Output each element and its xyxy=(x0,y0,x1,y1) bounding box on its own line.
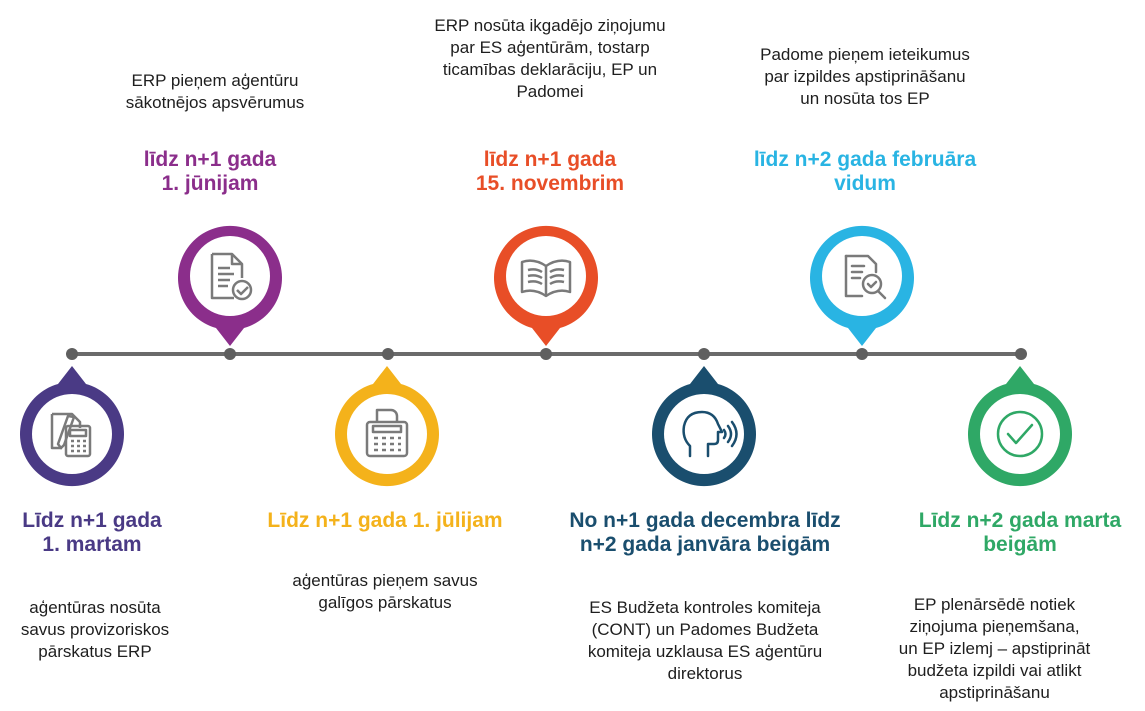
milestone-heading: līdz n+1 gada 1. jūnijam xyxy=(100,148,320,196)
approved-document-icon xyxy=(210,252,253,301)
heading-line: No n+1 gada decembra līdz xyxy=(569,509,841,532)
milestone-pin xyxy=(490,214,602,346)
checkmark-circle-icon xyxy=(996,410,1044,458)
milestone-description: ES Budžeta kontroles komiteja (CONT) un … xyxy=(560,597,850,685)
description-line: budžeta izpildi vai atlikt xyxy=(907,661,1082,680)
timeline-dot xyxy=(698,348,710,360)
milestone-pin xyxy=(964,366,1076,498)
milestone-heading: līdz n+1 gada 15. novembrim xyxy=(430,148,670,196)
heading-line: 1. martam xyxy=(42,533,142,556)
description-line: ES Budžeta kontroles komiteja xyxy=(589,598,821,617)
timeline-dot xyxy=(1015,348,1027,360)
heading-line: Līdz n+2 gada marta xyxy=(918,509,1122,532)
milestone-description: ERP nosūta ikgadējo ziņojumu par ES aģen… xyxy=(405,15,695,103)
description-line: (CONT) un Padomes Budžeta xyxy=(591,620,819,639)
heading-line: Līdz n+1 gada 1. jūlijam xyxy=(267,509,503,532)
heading-line: 1. jūnijam xyxy=(161,172,259,195)
description-line: direktorus xyxy=(667,664,743,683)
milestone-heading: Līdz n+1 gada 1. martam xyxy=(0,509,187,557)
description-line: galīgos pārskatus xyxy=(318,593,452,612)
description-line: ziņojuma pieņemšana, xyxy=(909,617,1080,636)
heading-line: 15. novembrim xyxy=(475,172,625,195)
heading-line: līdz n+2 gada februāra xyxy=(753,148,977,171)
timeline-dot xyxy=(382,348,394,360)
milestone-heading: Līdz n+1 gada 1. jūlijam xyxy=(250,509,520,533)
heading-line: vidum xyxy=(834,172,896,195)
description-line: Padomei xyxy=(516,82,584,101)
description-line: aģentūras nosūta xyxy=(29,598,161,617)
timeline-dot xyxy=(224,348,236,360)
milestone-pin xyxy=(331,366,443,498)
milestone-description: aģentūras pieņem savus galīgos pārskatus xyxy=(255,570,515,614)
heading-line: līdz n+1 gada xyxy=(143,148,277,171)
description-line: apstiprināšanu xyxy=(939,683,1050,702)
description-line: EP plenārsēdē notiek xyxy=(913,595,1076,614)
milestone-pin xyxy=(648,366,760,498)
milestone-description: Padome pieņem ieteikumus par izpildes ap… xyxy=(740,44,990,110)
speaking-head-icon xyxy=(682,410,738,458)
milestone-heading: līdz n+2 gada februāra vidum xyxy=(740,148,990,196)
milestone-pin xyxy=(16,366,128,498)
description-line: un nosūta tos EP xyxy=(800,89,930,108)
milestone-heading: Līdz n+2 gada marta beigām xyxy=(895,509,1145,557)
calculator-document-icon xyxy=(50,412,92,458)
timeline-diagram: Līdz n+1 gada 1. martam aģentūras nosūta… xyxy=(0,15,1122,704)
open-book-icon xyxy=(520,259,572,298)
heading-line: līdz n+1 gada xyxy=(483,148,617,171)
milestone-pin xyxy=(806,214,918,346)
adding-machine-icon xyxy=(365,408,409,458)
description-line: un EP izlemj – apstiprināt xyxy=(898,639,1091,658)
milestone-pin xyxy=(174,214,286,346)
description-line: par ES aģentūrām, tostarp xyxy=(450,38,650,57)
heading-line: Līdz n+1 gada xyxy=(22,509,162,532)
description-line: par izpildes apstiprināšanu xyxy=(764,67,966,86)
timeline-dot xyxy=(856,348,868,360)
milestone-heading: No n+1 gada decembra līdz n+2 gada janvā… xyxy=(555,509,855,557)
milestone-description: aģentūras nosūta savus provizoriskos pār… xyxy=(0,597,195,663)
heading-line: n+2 gada janvāra beigām xyxy=(579,533,831,556)
description-line: savus provizoriskos xyxy=(20,620,170,639)
description-line: ticamības deklarāciju, EP un xyxy=(442,60,658,79)
timeline-dot xyxy=(540,348,552,360)
description-line: ERP nosūta ikgadējo ziņojumu xyxy=(434,16,666,35)
description-line: sākotnējos apsvērumus xyxy=(125,93,305,112)
description-line: ERP pieņem aģentūru xyxy=(131,71,299,90)
description-line: pārskatus ERP xyxy=(38,642,152,661)
document-magnifier-icon xyxy=(844,254,887,300)
milestone-description: ERP pieņem aģentūru sākotnējos apsvērumu… xyxy=(95,70,335,114)
description-line: aģentūras pieņem savus xyxy=(292,571,478,590)
timeline-dot xyxy=(66,348,78,360)
milestone-description: EP plenārsēdē notiek ziņojuma pieņemšana… xyxy=(880,594,1109,704)
description-line: komiteja uzklausa ES aģentūru xyxy=(587,642,823,661)
heading-line: beigām xyxy=(983,533,1057,556)
description-line: Padome pieņem ieteikumus xyxy=(760,45,970,64)
